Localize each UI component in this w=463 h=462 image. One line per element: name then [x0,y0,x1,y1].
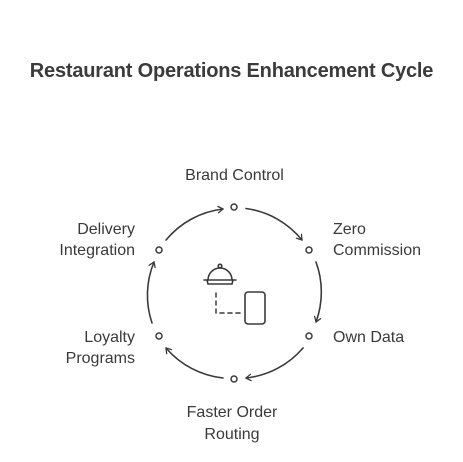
mobile-phone-icon [244,291,266,325]
node-own-data [305,332,313,340]
node-delivery-integration [155,246,163,254]
label-brand-control: Brand Control [185,167,284,184]
label-delivery-integration: Delivery Integration [59,221,135,259]
connector-dashed [215,292,241,314]
diagram-title: Restaurant Operations Enhancement Cycle [29,60,434,82]
label-loyalty-programs: Loyalty Programs [65,329,135,367]
label-faster-order-routing: Faster Order Routing [186,404,278,443]
food-cloche-icon [203,263,237,285]
label-own-data: Own Data [333,329,405,346]
arrow-brand-to-zero [245,207,303,241]
arrow-delivery-to-brand [165,205,224,241]
label-zero-commission: Zero Commission [333,221,422,259]
arrow-zero-to-own [314,261,323,323]
node-brand-control [230,203,238,211]
arrow-faster-to-loyalty [165,347,224,379]
arrow-loyalty-to-delivery [146,261,156,324]
node-zero-commission [305,246,313,254]
node-loyalty-programs [155,332,163,340]
node-faster-order-routing [230,375,238,383]
arrow-own-to-faster [245,347,304,382]
